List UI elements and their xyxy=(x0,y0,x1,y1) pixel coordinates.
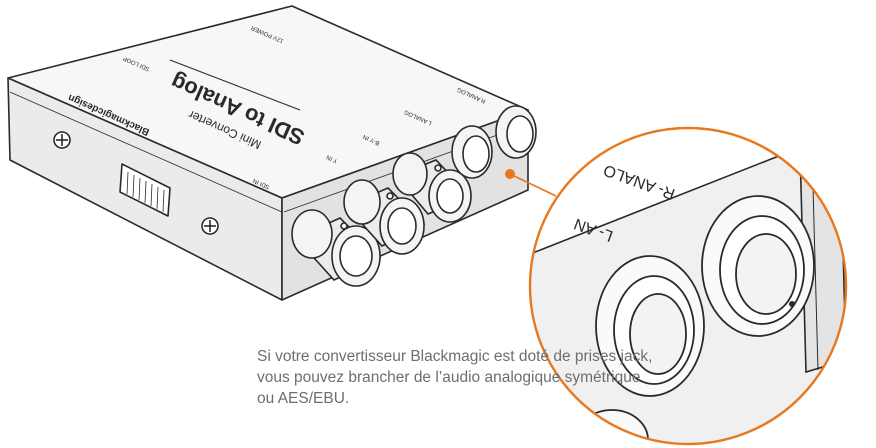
callout-pointer xyxy=(505,169,557,197)
screw-icon xyxy=(201,217,219,235)
jack-l-zoom-icon xyxy=(595,255,705,397)
converter-device xyxy=(7,5,529,301)
jack-r-zoom-icon xyxy=(701,195,815,337)
caption-line-2: vous pouvez brancher de l’audio analogiq… xyxy=(257,369,641,386)
dip-switch-block xyxy=(119,163,171,217)
bnc-connector-icon xyxy=(291,209,382,287)
jack-connector-icon xyxy=(495,105,537,159)
bnc-connectors xyxy=(291,105,537,287)
caption-line-3: ou AES/EBU. xyxy=(257,390,350,407)
screw-icon xyxy=(53,131,71,149)
jack-connector-icon xyxy=(451,125,493,179)
port-label-y-in: Y IN xyxy=(326,153,339,163)
zoom-circle-outline xyxy=(528,126,848,446)
zoom-detail: R- ANALO L- AN xyxy=(528,126,848,446)
bnc-connector-icon xyxy=(343,179,426,255)
caption-line-1: Si votre convertisseur Blackmagic est do… xyxy=(257,348,653,365)
caption-text: Si votre convertisseur Blackmagic est do… xyxy=(257,346,653,409)
bnc-connector-icon xyxy=(392,152,472,223)
